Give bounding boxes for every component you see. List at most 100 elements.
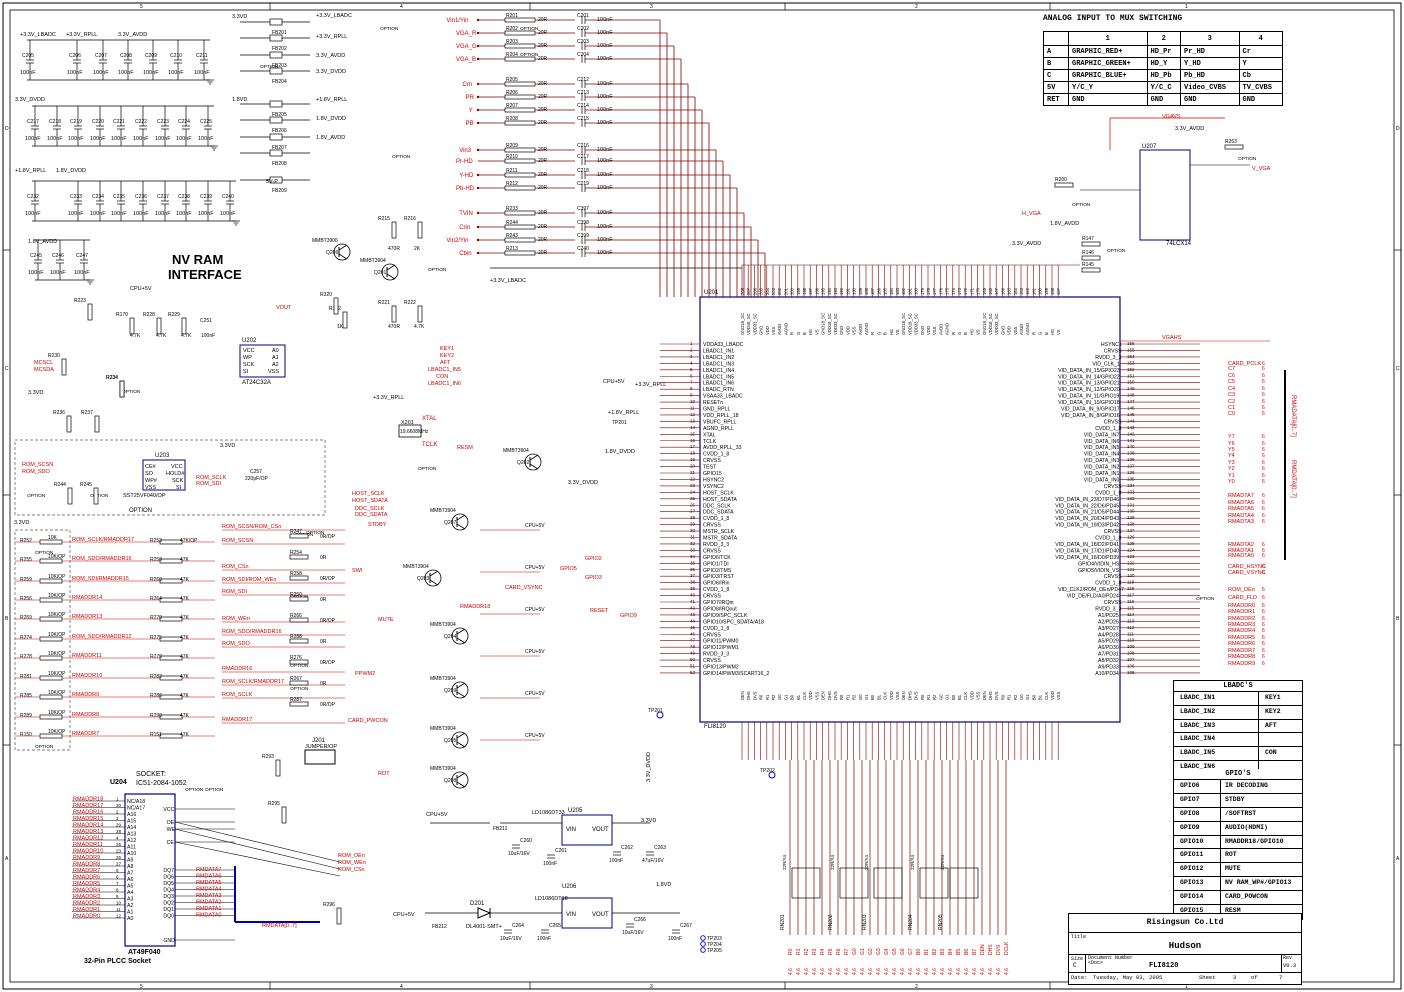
u201-pin-label: GND18_SC [821,313,826,335]
u204-pin-label: CE [167,840,175,846]
u201-pin-label: RVDD_3_3 [703,542,729,548]
u201-pin-label: VID_DATA_IN_18/D2/PD41 [1055,542,1119,548]
u201-body: U201 FLI8120 [699,290,1121,730]
u201-pin-label: R1 [1007,694,1012,700]
svg-text:X201: X201 [401,420,414,426]
right-net-ref: 6 [1262,548,1265,554]
u201-pin-label: CVDD_1_8 [703,516,729,522]
company-name: Risingsun Co.Ltd [1069,914,1301,933]
mux-cell: RET [1043,93,1069,106]
resistor-refdes: R253 [150,538,162,544]
resistor-refdes: R258 [150,557,162,563]
option-label: OPTION [306,530,325,536]
u201-pin-number: 108 [1127,651,1135,656]
ferrite-bead [269,116,283,124]
resistor-value: 470R [388,246,400,252]
cap-value: 100nF [50,270,66,276]
transistor-refdes: Q202 [517,460,529,466]
u201-pin-label: VID_CLK2/ROM_OEn/PD47 [1058,587,1124,593]
u201-pin-label: TCLK [703,439,717,445]
u201-pin-number: 107 [1127,657,1135,662]
mux-cell: HD_Pb [1146,69,1182,82]
resistor-network [873,867,903,899]
resistor-refdes: R266 [290,613,302,619]
right-net-ref: 6 [1262,628,1265,634]
u201-pin-number: 186 [876,287,881,295]
resistor-refdes: R201 [506,13,518,19]
transistor-part: MMBT3904 [430,622,456,628]
u201-pin-label: LBADC1_IN3 [703,361,734,367]
cap-value: 100nF [176,136,192,142]
resistor-value: 0R/OP [320,576,336,582]
u201-pin-label: CRVSS [703,523,721,529]
bottom-net-ref: 4,6 [956,968,962,975]
u201-pin-number: 49 [690,651,696,656]
j201-jumper: J201 JUMPER/OP [304,738,337,765]
junction [476,95,480,99]
cap-refdes: C397 [577,206,589,212]
u201-pin-label: AVDD [1019,324,1024,335]
power-label: +3.3V_LBADC [316,13,352,19]
resistor [159,675,183,681]
u201-pin-number: 157 [1056,287,1061,295]
power-label: 3.3V_DVDD [646,752,652,782]
u201-pin-number: 31 [690,535,696,540]
power-label: 1.8V_AVDD [28,239,57,245]
bottom-net-ref: 4,6 [892,968,898,975]
cap-refdes: C205 [22,53,34,59]
left-net-label: LBADC1_IN5 [428,367,461,373]
bottom-net-label: G1 [860,948,866,955]
bead-refdes: FB203 [272,63,287,69]
power-label: CPU+5V [525,691,545,697]
bottom-net-ref: 4,6 [844,968,850,975]
svg-text:VCC: VCC [243,348,255,354]
rom-address-net: RMADDR8 [73,862,100,868]
cap-refdes: C212 [577,77,589,83]
right-net-ref: 6 [1262,595,1265,601]
power-label: 3.3VD [14,520,29,526]
u201-pin-number: 119 [1127,580,1135,585]
u201-pin-label: VDD18_SC [988,313,993,335]
rom-data-net: RMDATA6 [196,874,221,880]
resistor-refdes: R269 [20,615,32,621]
u201-pin-number: 187 [870,287,875,295]
power-label: 3.3VD [220,443,235,449]
resistor-refdes: R230 [48,353,60,359]
rom-net-label: RMADDR8 [72,712,99,718]
u201-pin-number: 122 [1127,560,1135,565]
resistor-refdes: R279 [150,654,162,660]
u201-pin-label: CLK [963,692,968,700]
gpio-function: RESM [1225,907,1241,915]
u201-pin-label: VSS [895,691,900,700]
mid-net-label: ROM_SDI/ROM_WEn [222,577,276,583]
cap-refdes: C217 [27,119,39,125]
grid-row-label: B [5,616,9,622]
cap-refdes: C223 [157,119,169,125]
cap-value: 100nF [90,136,106,142]
gpio-net-label: PPWM2 [355,671,375,677]
resistor [159,597,183,603]
resistor-refdes: R274 [20,635,32,641]
u201-pin-label: VDD18_SC [827,313,832,335]
u201-pin-number: 28 [690,515,696,520]
right-net-ref: 6 [1262,479,1265,485]
power-label: +3.3V_RPLL [316,34,347,40]
cap-refdes: C233 [70,194,82,200]
resistor [119,380,125,398]
u201-pin-number: 151 [1127,373,1135,378]
u201-pin-label: GPIO5/VIDIN_VS [1078,568,1119,574]
transistor-part: MMBT3904 [430,766,456,772]
resistor-value: 47K [180,713,190,719]
resistor-refdes: R247 [290,529,302,535]
bottom-net-ref: 4,6 [820,968,826,975]
resistor [289,680,309,686]
mux-cell: TV_CVBS [1238,81,1284,94]
u201-pin-label: AGND [864,323,869,335]
resistor [67,487,73,505]
u204-pin-number: 25 [116,842,122,847]
u204-pin-label: A13 [127,832,136,838]
grid-col-label: 2 [915,984,918,990]
resistor-value: 1K [337,324,344,330]
bottom-net-label: R7 [844,948,850,955]
